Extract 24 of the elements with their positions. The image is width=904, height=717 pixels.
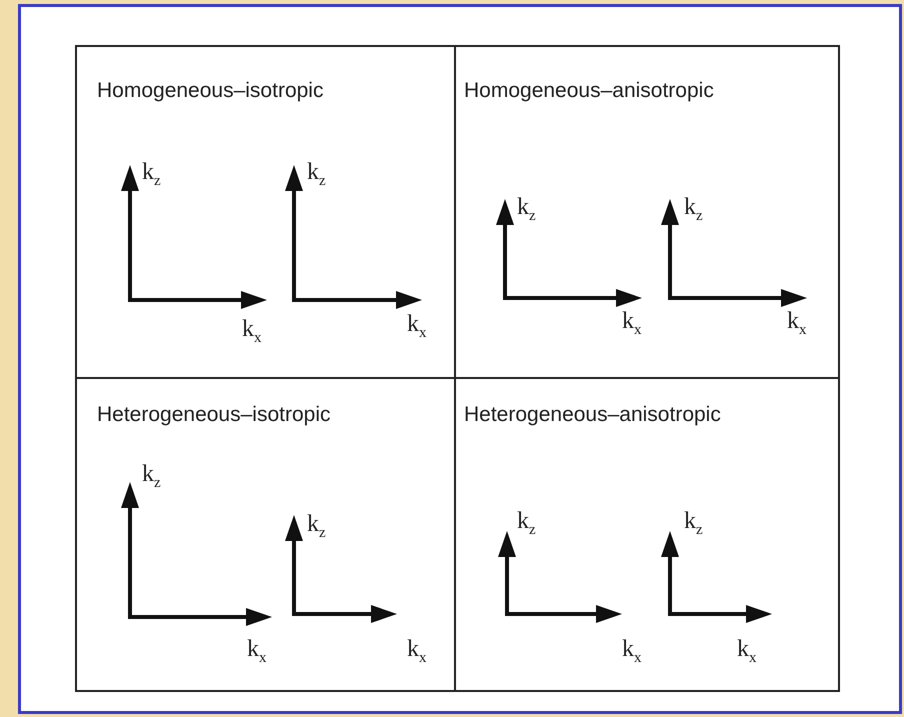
panel-title: Heterogeneous–anisotropic <box>464 403 721 427</box>
axis-label: k$_{x}$ <box>787 309 806 338</box>
axis-label: k$_{z}$ <box>307 160 326 189</box>
axis-label: k$_{z}$ <box>142 160 161 189</box>
axis-label: k$_{z}$ <box>517 195 536 224</box>
panel-title: Heterogeneous–isotropic <box>97 403 330 427</box>
panel-title: Homogeneous–anisotropic <box>464 79 714 103</box>
axis-label: k$_{z}$ <box>684 509 703 538</box>
panel <box>75 377 456 692</box>
axis-label: k$_{x}$ <box>247 637 266 666</box>
axis-label: k$_{x}$ <box>737 637 756 666</box>
axis-label: k$_{x}$ <box>407 637 426 666</box>
axis-label: k$_{z}$ <box>142 462 161 491</box>
panel <box>75 45 456 379</box>
axis-label: k$_{z}$ <box>307 512 326 541</box>
axis-label: k$_{x}$ <box>622 637 642 666</box>
axis-label: k$_{z}$ <box>517 509 536 538</box>
axis-label: k$_{z}$ <box>684 195 703 224</box>
panel-title: Homogeneous–isotropic <box>97 79 324 103</box>
axis-label: k$_{x}$ <box>242 317 262 346</box>
panel <box>454 45 840 379</box>
axis-label: k$_{x}$ <box>622 309 642 338</box>
panel <box>454 377 840 692</box>
axis-label: k$_{x}$ <box>407 312 426 341</box>
